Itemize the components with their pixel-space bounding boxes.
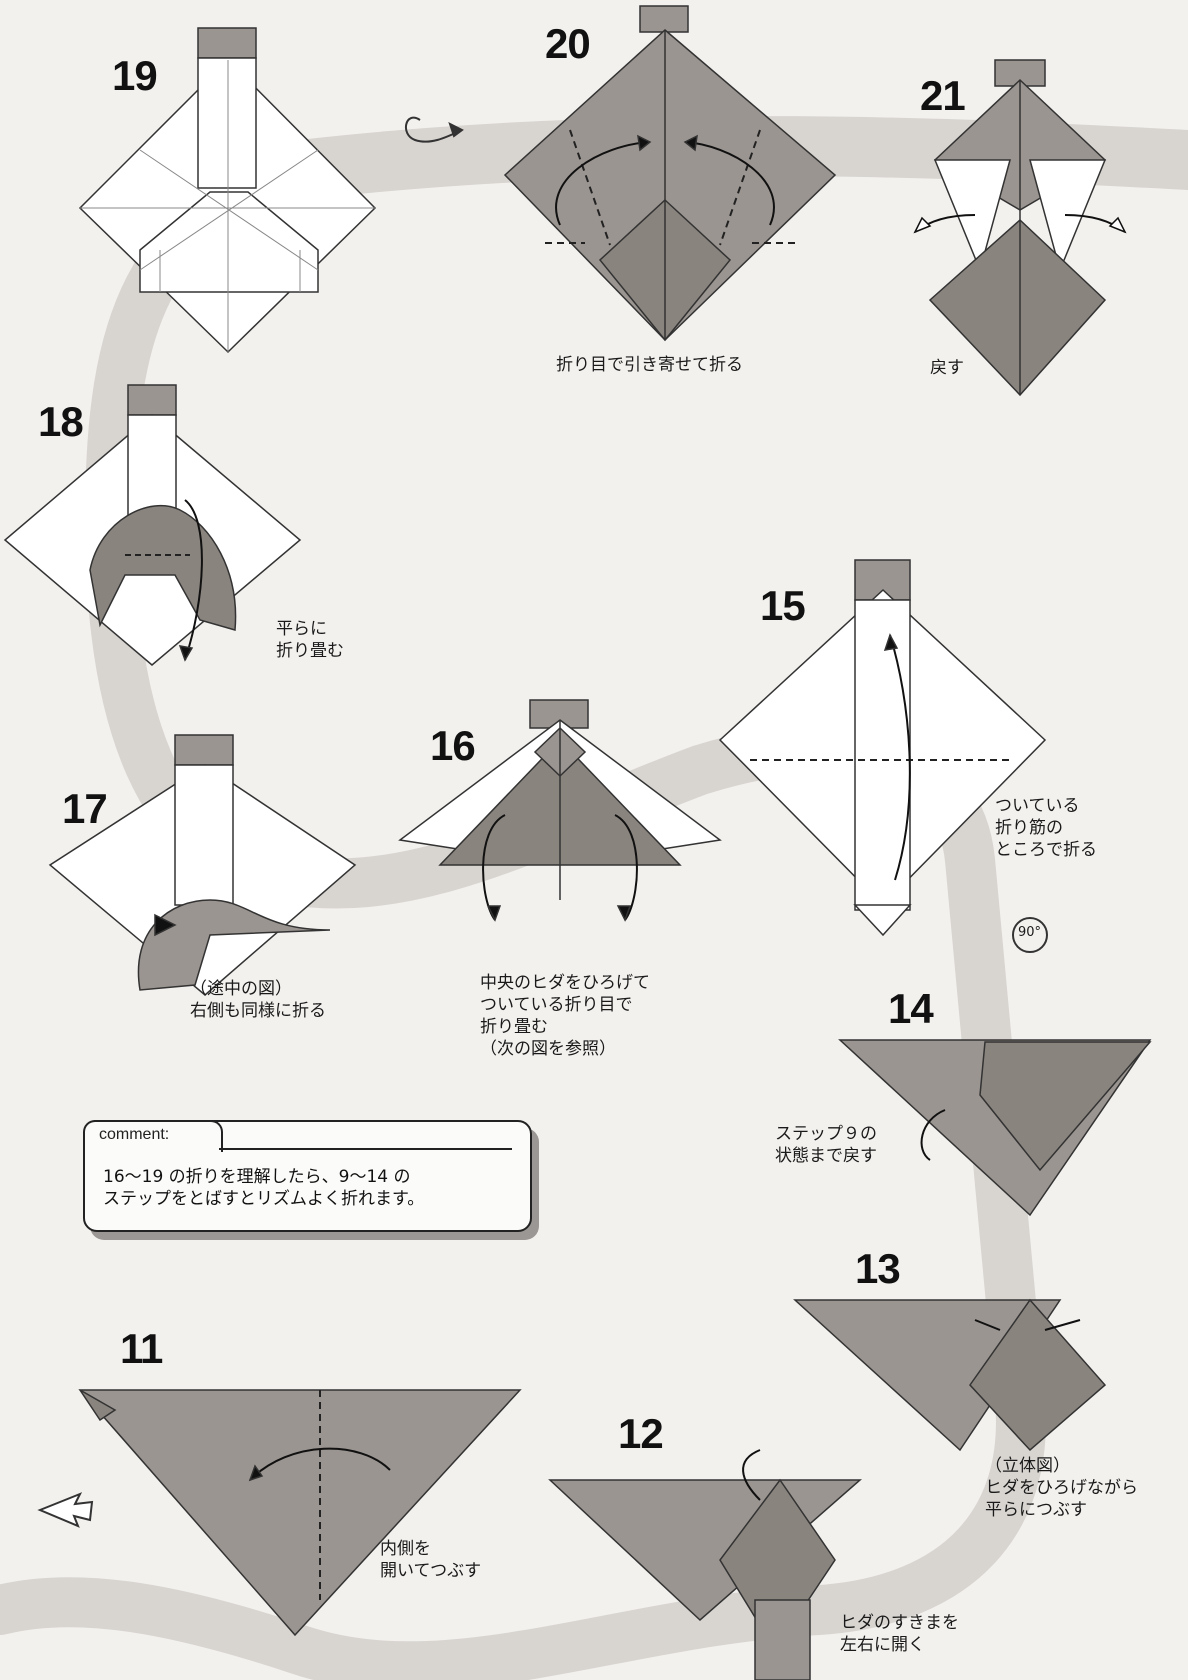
step-16-diagram — [398, 699, 722, 922]
comment-box: comment: 16〜19 の折りを理解したら、9〜14 の ステップをとばす… — [83, 1120, 532, 1232]
rotate-90-icon — [1012, 917, 1048, 953]
step-number-14: 14 — [888, 985, 934, 1032]
step-18-diagram — [3, 384, 302, 666]
step-number-18: 18 — [38, 398, 84, 445]
caption-step-12: ヒダのすきまを 左右に開く — [840, 1613, 959, 1655]
comment-text: 16〜19 の折りを理解したら、9〜14 の ステップをとばすとリズムよく折れま… — [103, 1167, 425, 1209]
step-14-diagram — [838, 1039, 1152, 1217]
comment-tab: comment: — [83, 1120, 223, 1152]
step-12-diagram — [548, 1449, 862, 1680]
caption-step-15: ついている 折り筋の ところで折る — [995, 796, 1097, 860]
step-number-16: 16 — [430, 722, 476, 769]
step-13-diagram — [793, 1298, 1107, 1452]
step-number-20: 20 — [545, 20, 591, 67]
comment-label: comment: — [99, 1126, 170, 1143]
step-number-12: 12 — [618, 1410, 664, 1457]
step-11-diagram — [78, 1389, 522, 1637]
push-arrow-icon — [37, 1492, 94, 1528]
caption-step-11: 内側を 開いてつぶす — [380, 1539, 482, 1581]
step-number-21: 21 — [920, 72, 966, 119]
step-number-13: 13 — [855, 1245, 901, 1292]
step-number-11: 11 — [120, 1325, 163, 1372]
step-number-15: 15 — [760, 582, 806, 629]
caption-step-20: 折り目で引き寄せて折る — [556, 355, 743, 375]
caption-step-14: ステップ９の 状態まで戻す — [775, 1124, 877, 1166]
caption-step-18: 平らに 折り畳む — [276, 619, 344, 661]
step-number-19: 19 — [112, 52, 158, 99]
caption-step-16: 中央のヒダをひろげて ついている折り目で 折り畳む （次の図を参照） — [480, 973, 650, 1059]
turn-over-icon — [405, 116, 464, 143]
step-17-diagram — [48, 734, 357, 996]
step-19-diagram — [78, 27, 377, 354]
step-number-17: 17 — [62, 785, 108, 832]
caption-step-21: 戻す — [930, 358, 964, 378]
comment-divider — [219, 1148, 512, 1150]
step-21-diagram — [913, 59, 1127, 397]
step-15-diagram — [718, 559, 1047, 937]
rotate-90-label: 90° — [1018, 925, 1042, 940]
step-20-diagram — [503, 5, 837, 342]
caption-step-13: （立体図） ヒダをひろげながら 平らにつぶす — [985, 1456, 1138, 1520]
caption-step-17: （途中の図） 右側も同様に折る — [190, 979, 326, 1021]
